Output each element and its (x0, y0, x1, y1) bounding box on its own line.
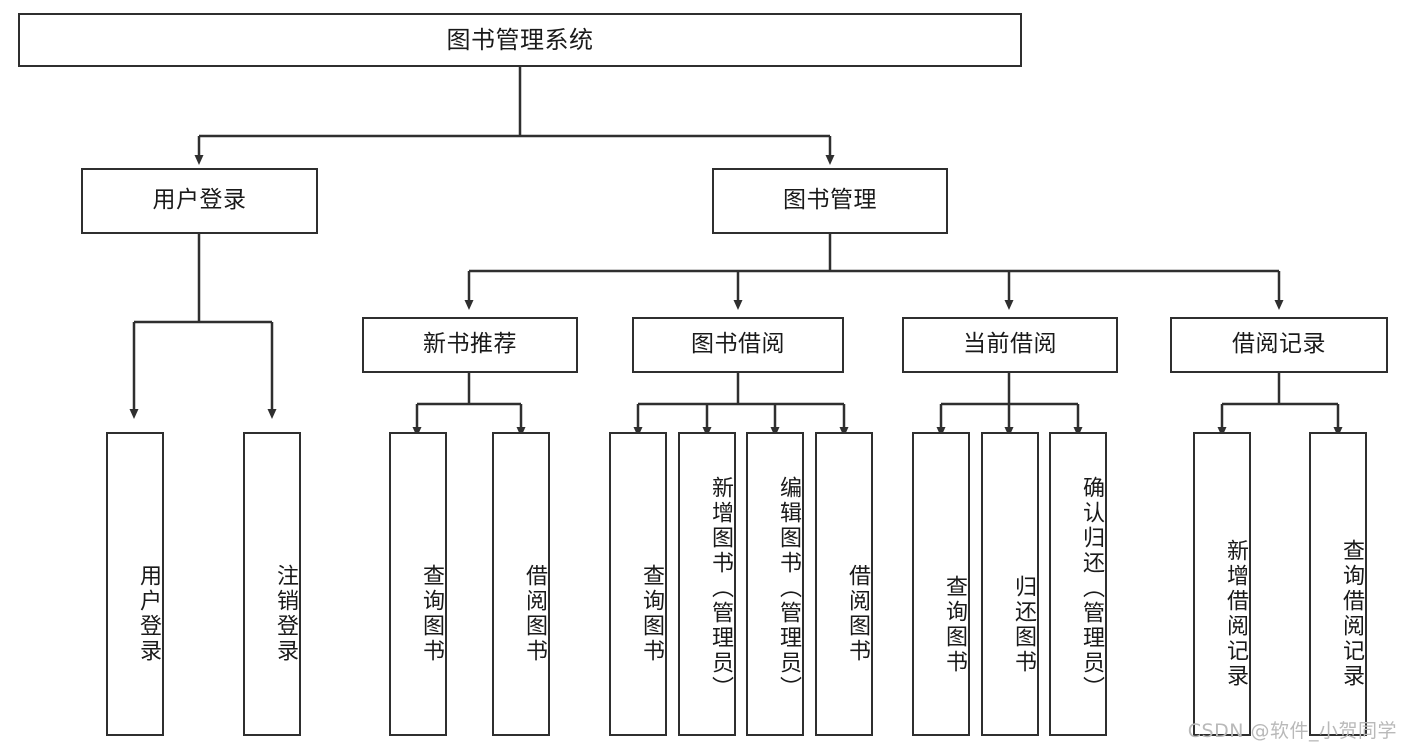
node-borrow-record[interactable]: 借阅记录 (1170, 317, 1388, 373)
leaf-query-book-recommend[interactable]: 查询图书 (389, 432, 447, 736)
leaf-query-book-current[interactable]: 查询图书 (912, 432, 970, 736)
leaf-query-borrow-record[interactable]: 查询借阅记录 (1309, 432, 1367, 736)
leaf-add-borrow-record[interactable]: 新增借阅记录 (1193, 432, 1251, 736)
leaf-edit-book-admin[interactable]: 编辑图书（管理员） (746, 432, 804, 736)
watermark: CSDN @软件_小贺同学 (1187, 720, 1397, 742)
leaf-borrow-book[interactable]: 借阅图书 (815, 432, 873, 736)
leaf-query-book-borrow[interactable]: 查询图书 (609, 432, 667, 736)
leaf-confirm-return-admin[interactable]: 确认归还（管理员） (1049, 432, 1107, 736)
leaf-user-login[interactable]: 用户登录 (106, 432, 164, 736)
node-user-login[interactable]: 用户登录 (81, 168, 318, 234)
leaf-return-book[interactable]: 归还图书 (981, 432, 1039, 736)
node-root[interactable]: 图书管理系统 (18, 13, 1022, 67)
leaf-borrow-book-recommend[interactable]: 借阅图书 (492, 432, 550, 736)
node-new-book-recommend[interactable]: 新书推荐 (362, 317, 578, 373)
leaf-add-book-admin[interactable]: 新增图书（管理员） (678, 432, 736, 736)
leaf-logout-login[interactable]: 注销登录 (243, 432, 301, 736)
node-current-borrow[interactable]: 当前借阅 (902, 317, 1118, 373)
node-book-manage[interactable]: 图书管理 (712, 168, 948, 234)
node-book-borrow[interactable]: 图书借阅 (632, 317, 844, 373)
